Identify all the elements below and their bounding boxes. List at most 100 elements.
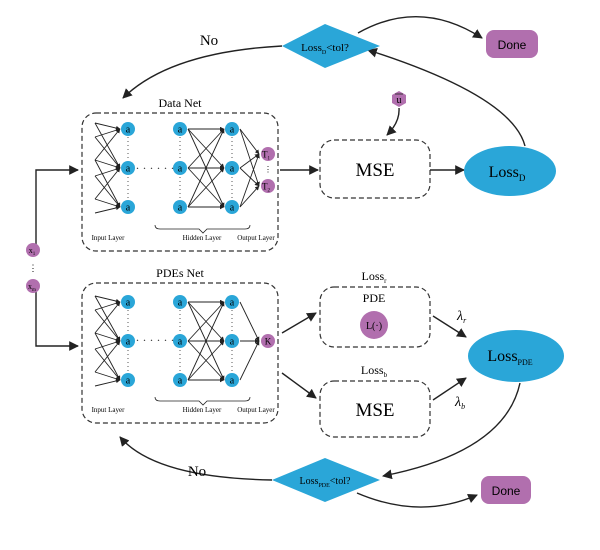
data-net-hidden-edge [187, 128, 225, 169]
pde-net-output-edge [239, 340, 260, 381]
pde-no-arrow [119, 436, 273, 481]
pde-no-label: No [188, 464, 206, 480]
data-net-hidden-brace [154, 224, 251, 234]
pde-net-hidden-layer-label: Hidden Layer [183, 406, 222, 414]
data-no-arrow [122, 45, 283, 99]
pde-net-hidden-1-node-label: a [178, 337, 183, 348]
data-net-output-edge [239, 167, 260, 187]
data-net-input-node [121, 200, 135, 214]
pde-boundary-mse-label: MSE [355, 400, 394, 421]
pde-net-hidden-brace [154, 396, 251, 406]
loss-pde-ellipse [468, 330, 564, 382]
data-net-input-edge [94, 205, 121, 214]
pde-net-hidden-edge [187, 301, 225, 342]
pde-net-input-edge [94, 371, 121, 381]
data-net-hidden-edge [187, 167, 225, 208]
data-net-hidden-edge [187, 128, 225, 208]
pde-done-label: Done [492, 484, 521, 498]
loss-d-to-decision-arrow [367, 48, 526, 147]
pde-loss-path: Lossr PDE L(·) Lossb MSE λr λb LossPDE L… [119, 269, 564, 508]
data-net-input-node [121, 161, 135, 175]
data-net-input-edge [94, 122, 121, 131]
data-done-box [486, 30, 538, 58]
data-net-input-node-label: a [126, 125, 131, 136]
data-net-input-edge [94, 175, 121, 208]
pde-net-hidden-1-node [173, 334, 187, 348]
pde-residual-box [319, 286, 431, 348]
pde-net-edges [94, 295, 260, 387]
pde-net-hidden-2-node-label: a [230, 337, 235, 348]
data-net-input-edge [94, 167, 121, 200]
pde-net-hidden-2-node [225, 373, 239, 387]
pde-net-input-edge [94, 295, 121, 304]
pde-net-hidden-1-node [173, 373, 187, 387]
pde-net-hidden-2-node [225, 295, 239, 309]
data-net-hidden-2-node [225, 161, 239, 175]
data-net-input-edge [94, 122, 121, 169]
loss-b-label: Lossb [361, 363, 388, 379]
pde-net-input-edge [94, 301, 121, 334]
pde-boundary-mse-box [319, 380, 431, 438]
data-net-hidden-2-node-label: a [230, 125, 235, 136]
pde-net-input-node-label: a [126, 298, 131, 309]
data-net-hidden-1-node-label: a [178, 125, 183, 136]
pde-net-output-edge [239, 301, 260, 342]
data-mse-box [319, 139, 431, 199]
data-net-output-edge [239, 185, 260, 208]
loss-pde-to-decision-arrow [382, 382, 521, 480]
data-net-output-node-t2 [261, 179, 275, 193]
data-decision-diamond [282, 24, 380, 68]
loss-d-ellipse [464, 146, 556, 196]
pde-net-input-node-label: a [126, 337, 131, 348]
data-loss-path: MSE u LossD LossD<tol? No Done [122, 16, 556, 199]
pde-net-input-node [121, 373, 135, 387]
pde-net-hidden-edge [187, 340, 225, 381]
pde-net-box [81, 282, 279, 424]
data-net-input-edge [94, 198, 121, 208]
data-net-input-node [121, 122, 135, 136]
residual-to-loss-pde-arrow [432, 315, 467, 338]
data-net-output-t2-label: T2 [262, 182, 271, 194]
pde-net-input-edge [94, 348, 121, 381]
pde-done-box [481, 476, 531, 504]
pde-net-input-edge [94, 378, 121, 387]
data-yes-to-done-arrow [357, 16, 483, 39]
data-net-output-edge [239, 128, 260, 187]
pde-operator-node [360, 311, 388, 339]
pde-net-input-edge [94, 332, 121, 342]
data-net-box [81, 112, 279, 252]
input-x1-label: x1 [29, 246, 36, 257]
pde-net-title: PDEs Net [156, 266, 204, 280]
data-net-input-edge [94, 128, 121, 161]
pde-net-hidden-2-node-label: a [230, 298, 235, 309]
pde-decision-label: LossPDE<tol? [300, 476, 351, 489]
pde-net-output-layer-label: Output Layer [237, 406, 275, 414]
data-net-hidden-layer-label: Hidden Layer [183, 234, 222, 242]
pde-net-input-node-label: a [126, 376, 131, 387]
pde-residual-title: PDE [363, 291, 386, 305]
pde-operator-label: L(·) [366, 321, 382, 332]
data-net-hidden-1-node-label: a [178, 203, 183, 214]
input-x1-node [26, 243, 40, 257]
lambda-b-label: λb [454, 395, 465, 411]
data-no-label: No [200, 33, 218, 49]
u-bar-to-mse-arrow [386, 107, 400, 136]
data-net-input-node-label: a [126, 203, 131, 214]
data-net-hidden-2-node-label: a [230, 164, 235, 175]
data-net-input-node-label: a [126, 164, 131, 175]
data-net-output-layer-label: Output Layer [237, 234, 275, 242]
pde-net-hidden-1-node-label: a [178, 298, 183, 309]
pde-net-hidden-edge [187, 301, 225, 381]
input-ellipsis: ⋮ [29, 263, 38, 273]
input-to-data-net-arrow [35, 165, 79, 252]
data-net-hidden-2-node-label: a [230, 203, 235, 214]
u-bar-label: u [397, 95, 402, 106]
loss-r-label: Lossr [361, 269, 387, 285]
pde-net-input-node [121, 334, 135, 348]
data-net-input-edge [94, 136, 121, 169]
pde-net-hidden-1-node-label: a [178, 376, 183, 387]
